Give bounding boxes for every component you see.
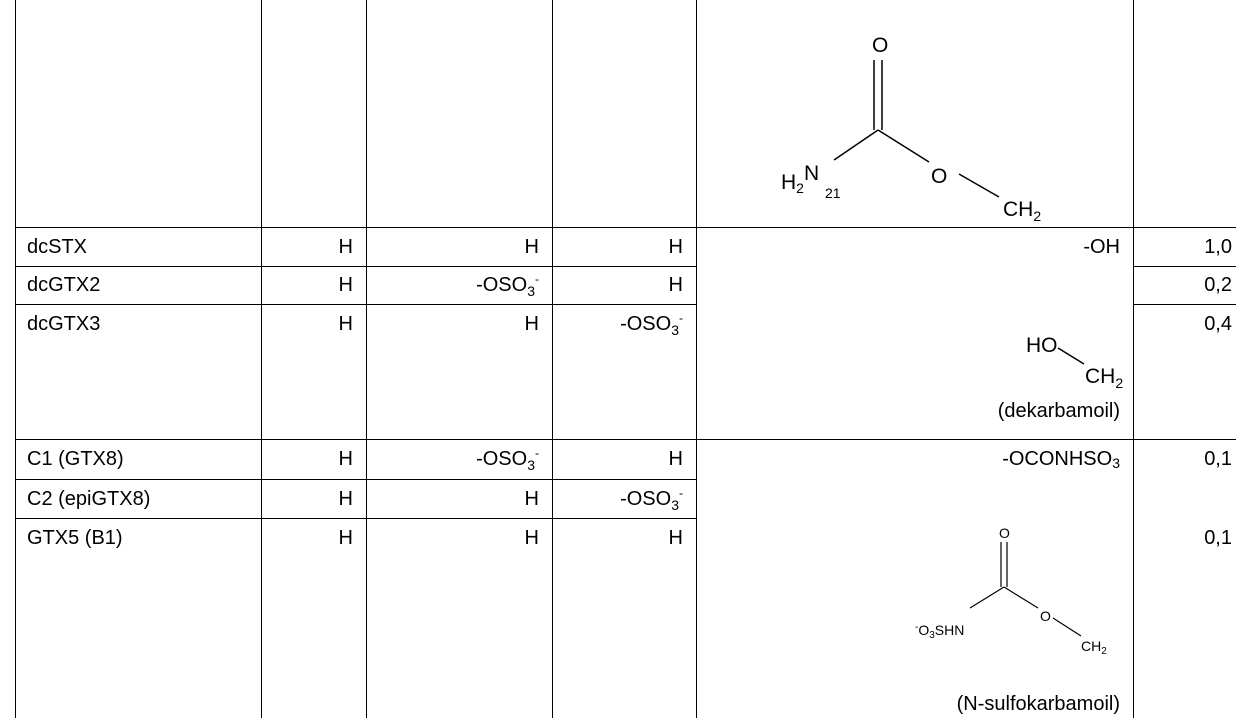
r1-cell: H (338, 274, 353, 296)
svg-text:21: 21 (825, 185, 841, 201)
row-name: C2 (epiGTX8) (27, 488, 151, 510)
r3-cell: H (668, 274, 683, 296)
grid-line (1133, 0, 1134, 718)
r2-cell: -OSO3- (476, 446, 539, 473)
r3-cell: -OSO3- (620, 486, 683, 513)
svg-text:O: O (872, 34, 888, 57)
r3-cell: H (668, 448, 683, 470)
value-cell: 0,1 (1204, 448, 1232, 470)
r2-cell: H (524, 313, 539, 335)
svg-text:HO: HO (1026, 334, 1058, 357)
row-name-cell: dcGTX2 (27, 274, 100, 296)
r2-cell: -OSO3- (476, 272, 539, 299)
r2-cell: H (524, 527, 539, 549)
grid-line (1133, 266, 1236, 267)
grid-line (15, 0, 16, 718)
svg-text:O: O (999, 525, 1010, 541)
r1-cell: H (338, 448, 353, 470)
sulfocarbamoyl-label: (N-sulfokarbamoil) (956, 693, 1120, 715)
sulfocarbamoyl-structure: O -O3SHN O CH2 (915, 525, 1107, 657)
r1-cell: H (338, 236, 353, 258)
grid-line (15, 304, 696, 305)
grid-line (552, 0, 553, 718)
grid-line (696, 0, 697, 718)
r3-cell: -OSO3- (620, 311, 683, 338)
carbamoyl-structure: O H2N 21 O CH2 (781, 34, 1041, 224)
grid-line (15, 479, 696, 480)
value-cell: 0,1 (1204, 527, 1232, 549)
r1-cell: H (338, 313, 353, 335)
r4-cell: -OCONHSO3 (1002, 448, 1120, 471)
row-name-cell: C1 (GTX8) (27, 448, 124, 470)
r2-cell: H (524, 236, 539, 258)
svg-text:CH2: CH2 (1085, 365, 1123, 391)
svg-text:H2N: H2N (781, 162, 819, 196)
row-name: dcSTX (27, 236, 88, 258)
value-cell: 0,2 (1204, 274, 1232, 296)
row-name: dcGTX3 (27, 313, 101, 335)
r2-cell: H (524, 488, 539, 510)
grid-line (15, 266, 696, 267)
svg-text:O: O (1040, 608, 1051, 624)
r1-cell: H (338, 527, 353, 549)
grid-line (366, 0, 367, 718)
r1-cell: H (338, 488, 353, 510)
svg-text:-O3SHN: -O3SHN (915, 622, 964, 641)
row-name: C1 (GTX8) (27, 448, 124, 470)
decarbamoyl-structure: HO CH2 (1026, 334, 1123, 391)
svg-text:CH2: CH2 (1003, 198, 1041, 224)
grid-line (15, 227, 1236, 228)
r3-cell: H (668, 527, 683, 549)
svg-text:O: O (931, 165, 947, 188)
decarbamoyl-label: (dekarbamoil) (997, 400, 1120, 422)
r4-cell: -OH (1083, 236, 1120, 258)
grid-line (15, 439, 1236, 440)
r3-cell: H (668, 236, 683, 258)
value-cell: 1,0 (1204, 236, 1232, 258)
grid-line (1133, 304, 1236, 305)
grid-line (15, 518, 696, 519)
row-name-cell: dcSTX (27, 236, 87, 258)
svg-text:CH2: CH2 (1081, 638, 1107, 657)
row-name-cell: dcGTX3 (27, 313, 100, 335)
row-name-cell: GTX5 (B1) (27, 527, 123, 549)
row-name-cell: C2 (epiGTX8) (27, 488, 150, 510)
value-cell: 0,4 (1204, 313, 1232, 335)
row-name: GTX5 (B1) (27, 527, 123, 549)
row-name: dcGTX2 (27, 274, 101, 296)
grid-line (261, 0, 262, 718)
